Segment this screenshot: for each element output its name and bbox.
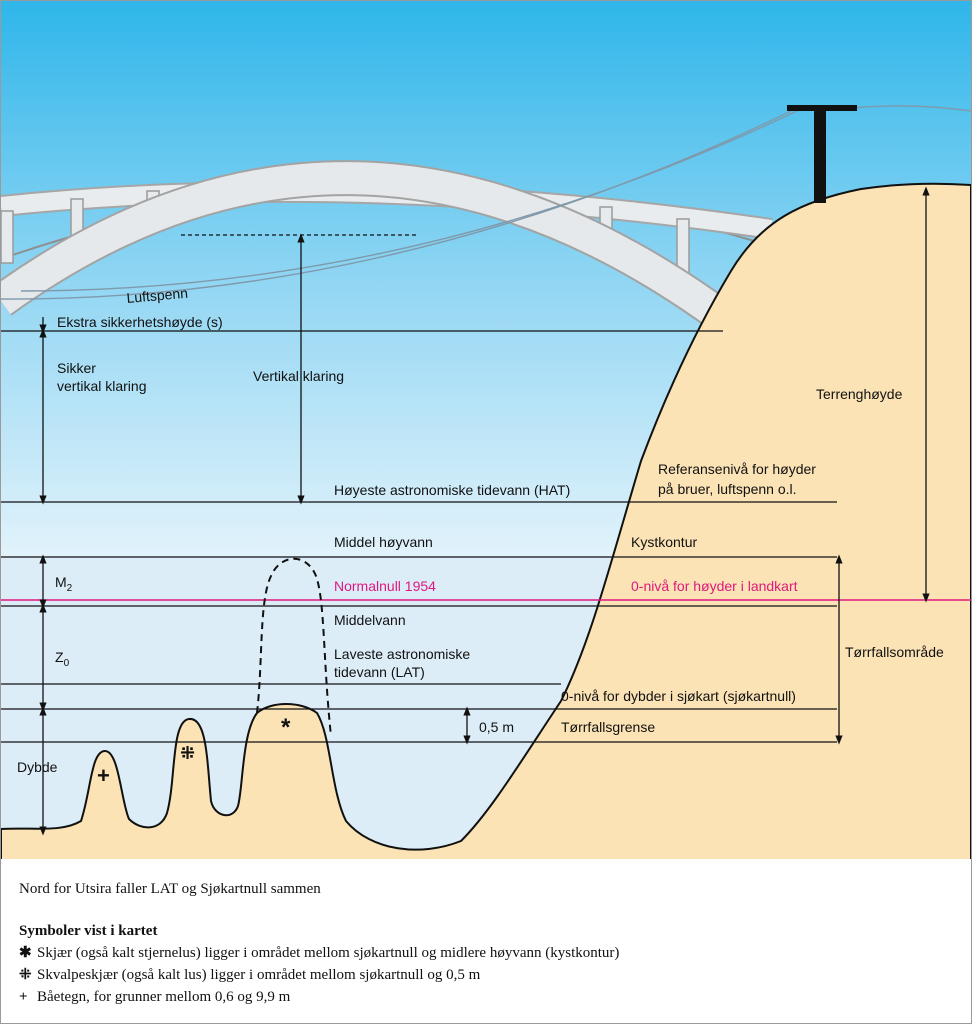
dashed-rock-outline: [256, 557, 332, 737]
half-meter-label: 0,5 m: [479, 719, 514, 735]
zero-level-chart-label: 0-nivå for dybder i sjøkart (sjøkartnull…: [561, 688, 796, 704]
zero-level-map-label: 0-nivå for høyder i landkart: [631, 578, 798, 594]
legend-item-lus: ⁜Skvalpeskjær (også kalt lus) ligger i o…: [19, 967, 481, 983]
land: [1, 182, 971, 862]
legend-title: Symboler vist i kartet: [19, 923, 158, 939]
plus-symbol-icon: +: [97, 763, 110, 788]
terrain-height-label: Terrenghøyde: [816, 386, 903, 402]
level-lines: [1, 330, 837, 743]
hat-label: Høyeste astronomiske tidevann (HAT): [334, 482, 570, 498]
normalnull-label: Normalnull 1954: [334, 578, 436, 594]
ref-level-label-2: på bruer, luftspenn o.l.: [658, 481, 797, 497]
drying-limit-label: Tørrfallsgrense: [561, 719, 655, 735]
lat-label-1: Laveste astronomiske: [334, 646, 470, 662]
mhw-label: Middel høyvann: [334, 534, 433, 550]
lus-symbol-icon: ⁜: [180, 743, 195, 763]
lus-icon: ⁜: [19, 967, 32, 983]
star-icon: ✱: [19, 945, 32, 961]
lat-label-2: tidevann (LAT): [334, 664, 425, 680]
power-pole: [787, 105, 857, 203]
luftspenn-label: Luftspenn: [126, 285, 189, 306]
coast-contour-label: Kystkontur: [631, 534, 697, 550]
star-symbol-icon: *: [281, 714, 291, 741]
z0-label: Z0: [55, 649, 70, 669]
vertical-clearance-label: Vertikal klaring: [253, 368, 344, 384]
depth-label: Dybde: [17, 759, 58, 775]
lat-note: Nord for Utsira faller LAT og Sjøkartnul…: [19, 881, 321, 897]
middelvann-label: Middelvann: [334, 612, 406, 628]
dimension-arrows: [39, 186, 930, 836]
ref-level-label-1: Referansenivå for høyder: [658, 461, 816, 477]
plus-icon: +: [19, 989, 28, 1005]
m2-label: M2: [55, 574, 73, 594]
legend-item-plus: +Båetegn, for grunner mellom 0,6 og 9,9 …: [19, 989, 291, 1005]
safe-clearance-label-1: Sikker: [57, 360, 96, 376]
legend-item-star: ✱Skjær (også kalt stjernelus) ligger i o…: [19, 945, 620, 961]
drying-area-label: Tørrfallsområde: [845, 644, 944, 660]
bridge: [1, 160, 773, 346]
extra-safety-label: Ekstra sikkerhetshøyde (s): [57, 314, 223, 330]
safe-clearance-label-2: vertikal klaring: [57, 378, 146, 394]
